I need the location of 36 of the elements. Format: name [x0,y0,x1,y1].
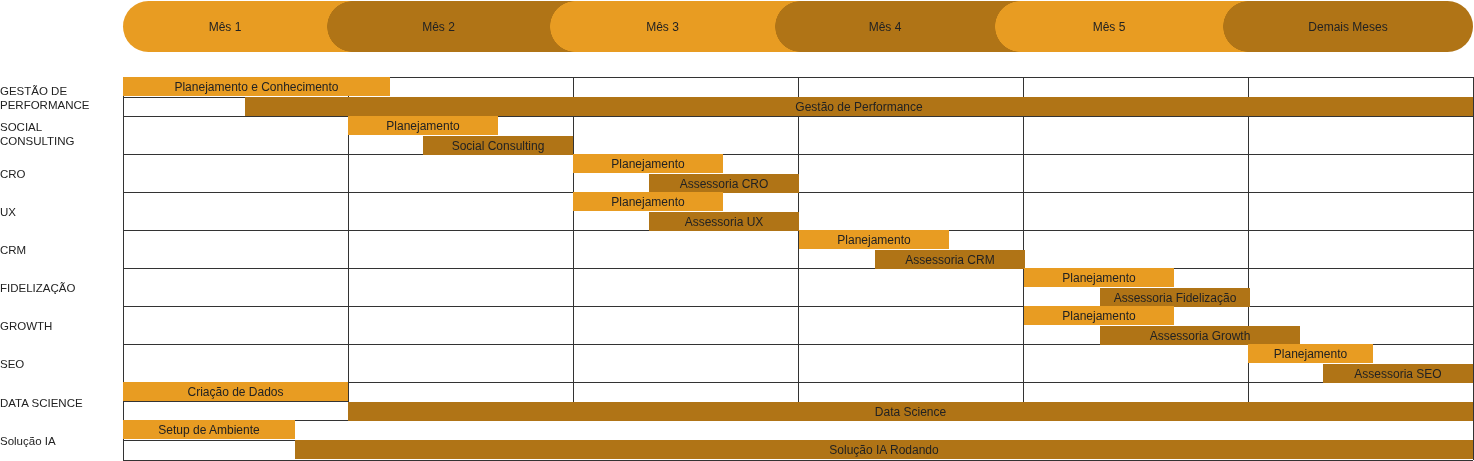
month-header: Mês 2 [327,1,550,52]
task-bar: Solução IA Rodando [295,440,1473,459]
row-label: FIDELIZAÇÃO [0,281,77,295]
planning-bar: Planejamento [799,230,949,249]
planning-bar: Planejamento [573,154,723,173]
row-label: CRM [0,243,28,257]
row-label: GESTÃO DE PERFORMANCE [0,84,91,112]
row-label: DATA SCIENCE [0,396,84,410]
row-label: SOCIAL CONSULTING [0,120,76,148]
row-label: UX [0,205,17,219]
planning-bar: Planejamento [1024,268,1174,287]
planning-bar: Criação de Dados [123,382,348,401]
planning-bar: Planejamento [1024,306,1174,325]
row-label: GROWTH [0,319,54,333]
row-label: Solução IA [0,434,57,448]
month-header: Mês 5 [995,1,1223,52]
row-label: SEO [0,357,26,371]
task-bar: Assessoria UX [649,212,799,231]
row-label: CRO [0,167,27,181]
planning-bar: Setup de Ambiente [123,420,295,439]
planning-bar: Planejamento e Conhecimento [123,77,390,96]
task-bar: Assessoria Fidelização [1100,288,1250,307]
month-header: Mês 1 [123,1,327,52]
planning-bar: Planejamento [348,116,498,135]
task-bar: Assessoria SEO [1323,364,1473,383]
month-header: Demais Meses [1223,1,1473,52]
task-bar: Gestão de Performance [245,97,1473,116]
task-bar: Assessoria CRO [649,174,799,193]
task-bar: Assessoria Growth [1100,326,1300,345]
planning-bar: Planejamento [1248,344,1373,363]
task-bar: Data Science [348,402,1473,421]
month-header: Mês 3 [550,1,775,52]
task-bar: Assessoria CRM [875,250,1025,269]
planning-bar: Planejamento [573,192,723,211]
month-header: Mês 4 [775,1,995,52]
task-bar: Social Consulting [423,136,573,155]
